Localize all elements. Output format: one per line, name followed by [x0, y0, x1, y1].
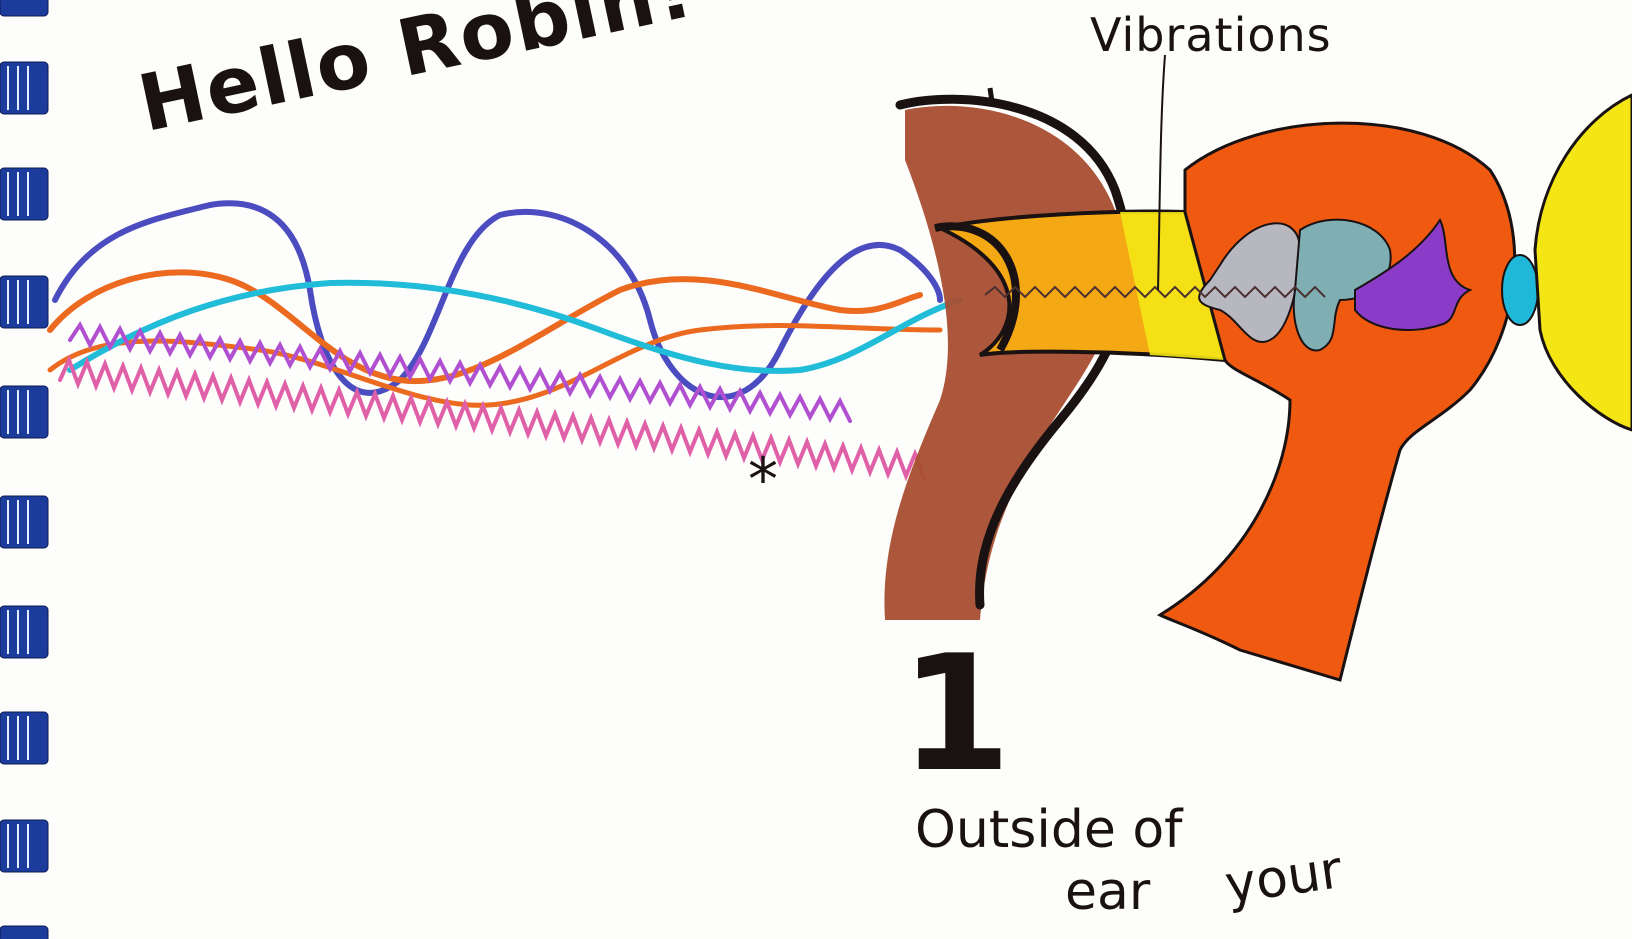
caption-line-2: ear	[1065, 862, 1150, 922]
caption-line-1: Outside of	[915, 800, 1182, 860]
inner-ear	[1535, 95, 1632, 430]
asterisk-mark: *	[748, 445, 778, 515]
outer-ear	[884, 106, 1122, 620]
vibrations-label: Vibrations	[1090, 8, 1332, 62]
step-number: 1	[900, 620, 1011, 807]
oval-window	[1502, 255, 1538, 325]
middle-ear	[1160, 123, 1515, 680]
ear-top-mark	[990, 88, 992, 102]
